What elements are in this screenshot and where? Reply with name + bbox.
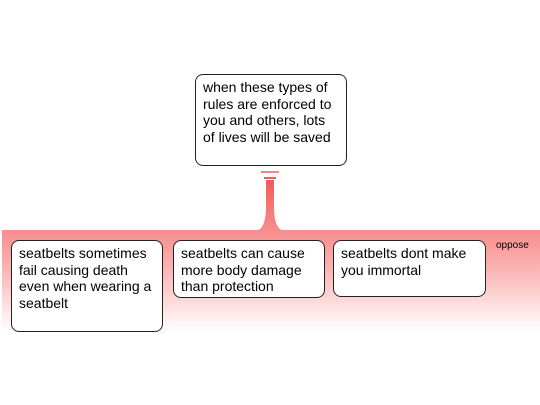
main-claim-box[interactable]: when these types of rules are enforced t… bbox=[195, 74, 347, 166]
objection-box-3[interactable]: seatbelts dont make you immortal bbox=[333, 240, 486, 297]
main-claim-text: when these types of rules are enforced t… bbox=[203, 79, 332, 145]
objection-box-1[interactable]: seatbelts sometimes fail causing death e… bbox=[11, 240, 163, 332]
oppose-label: oppose bbox=[496, 240, 529, 251]
objection-text-3: seatbelts dont make you immortal bbox=[341, 245, 467, 278]
objection-text-1: seatbelts sometimes fail causing death e… bbox=[19, 245, 152, 311]
objection-text-2: seatbelts can cause more body damage tha… bbox=[181, 245, 305, 294]
objection-box-2[interactable]: seatbelts can cause more body damage tha… bbox=[173, 240, 325, 298]
